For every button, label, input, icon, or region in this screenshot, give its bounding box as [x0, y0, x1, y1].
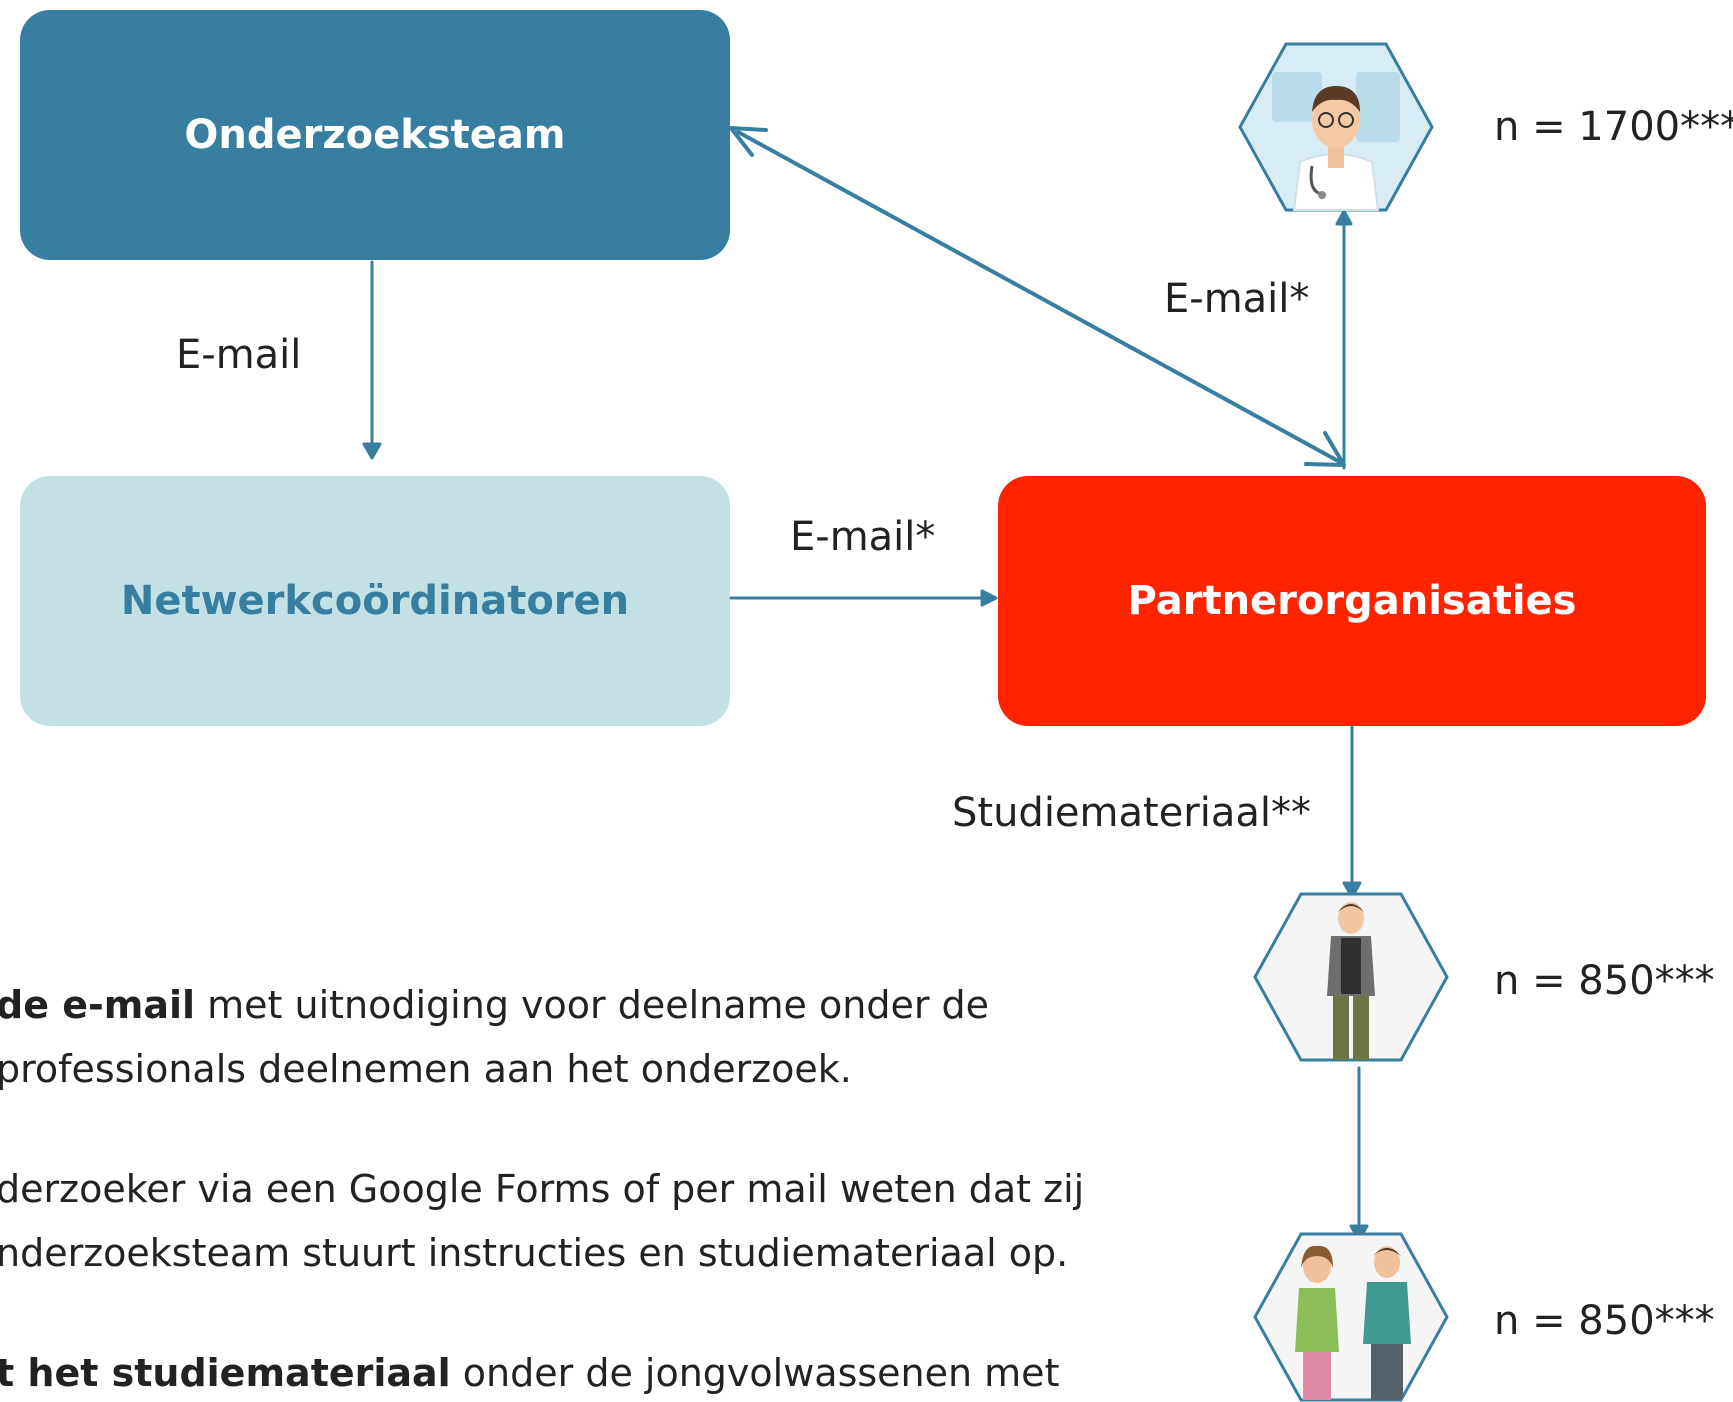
legend-line-5: t het studiemateriaal onder de jongvolwa…	[0, 1351, 1060, 1395]
doctor-avatar-icon	[1238, 42, 1434, 212]
partner-organisations-label: Partnerorganisaties	[1127, 578, 1577, 624]
legend-line-1: de e-mail met uitnodiging voor deelname …	[0, 983, 990, 1027]
arrowhead-youth	[1342, 881, 1362, 899]
legend-line-2: professionals deelnemen aan het onderzoe…	[0, 1047, 852, 1091]
edge-label-email-star-professionals: E-mail*	[1164, 276, 1310, 322]
count-young-adults: n = 850***	[1494, 958, 1715, 1004]
network-coordinators-label: Netwerkcoördinatoren	[120, 578, 630, 624]
arrowhead-professionals	[1335, 209, 1353, 226]
edge-label-email-star: E-mail*	[790, 514, 936, 560]
edge-label-email: E-mail	[176, 332, 302, 378]
arrowhead-team	[729, 126, 768, 157]
count-parents: n = 850***	[1494, 1298, 1715, 1344]
research-team-label: Onderzoeksteam	[184, 112, 566, 158]
partner-organisations-box: Partnerorganisaties	[998, 476, 1706, 726]
legend-line-4: nderzoeksteam stuurt instructies en stud…	[0, 1231, 1069, 1275]
arrow-partners-to-team	[736, 130, 1342, 464]
arrowhead-partners	[980, 589, 998, 607]
young-adult-avatar-icon	[1253, 892, 1449, 1062]
research-team-box: Onderzoeksteam	[20, 10, 730, 260]
legend-line-3: derzoeker via een Google Forms of per ma…	[0, 1167, 1085, 1211]
edge-label-study-material: Studiemateriaal**	[952, 790, 1312, 836]
count-professionals: n = 1700***	[1494, 104, 1733, 150]
arrowhead-coordinators	[362, 442, 382, 460]
network-coordinators-box: Netwerkcoördinatoren	[20, 476, 730, 726]
parents-avatar-icon	[1253, 1232, 1449, 1402]
